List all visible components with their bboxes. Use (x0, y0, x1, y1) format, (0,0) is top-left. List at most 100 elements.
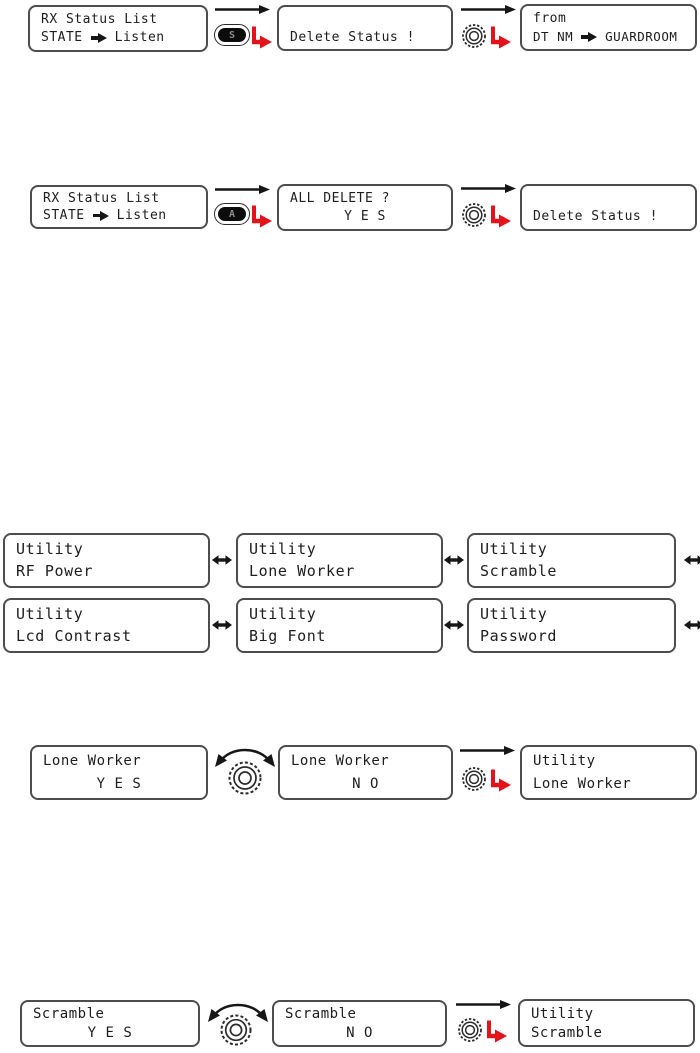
lcd-line1 (533, 189, 684, 208)
rotary-knob-icon (462, 203, 486, 227)
double-arrow-icon (444, 555, 464, 565)
lcd-screen-utility-rf-power: Utility RF Power (3, 533, 210, 588)
lcd-line1: Utility (249, 538, 430, 561)
lcd-line2: Y E S (290, 208, 440, 227)
lcd-line1: RX Status List (41, 10, 195, 29)
lcd-line1: ALL DELETE ? (290, 189, 440, 208)
lcd-text: Utility (16, 604, 84, 623)
lcd-line1: Utility (480, 603, 663, 626)
lcd-line2: RF Power (16, 561, 197, 584)
a-key-face: A (218, 207, 246, 221)
lcd-line1: Lone Worker (43, 750, 195, 773)
lcd-line1: Lone Worker (291, 750, 440, 773)
lcd-screen-utility-lone-worker: Utility Lone Worker (520, 745, 697, 800)
lcd-text: Utility (480, 604, 548, 623)
lcd-line2: Lone Worker (249, 561, 430, 584)
lcd-line2: Lcd Contrast (16, 626, 197, 649)
lcd-text: Delete Status ! (290, 29, 415, 45)
lcd-text: Lone Worker (249, 562, 355, 581)
lcd-line1: Utility (16, 603, 197, 626)
lcd-line1: Scramble (285, 1005, 434, 1024)
lcd-screen-utility-scramble: Utility Scramble (467, 533, 676, 588)
lcd-line2: Delete Status ! (533, 208, 684, 227)
transition-arrow-icon (215, 185, 270, 194)
lcd-screen-delete-status: Delete Status ! (520, 184, 697, 231)
lcd-line2: Y E S (43, 773, 195, 796)
transition-arrow-icon (456, 1000, 511, 1009)
lcd-screen-delete-status: Delete Status ! (277, 5, 453, 51)
lcd-text: Utility (16, 539, 84, 558)
lcd-screen-utility-lcd-contrast: Utility Lcd Contrast (3, 598, 210, 653)
lcd-line1: from (533, 9, 684, 28)
lcd-line2: Lone Worker (533, 773, 684, 796)
double-arrow-icon (684, 620, 700, 630)
lcd-line2: Y E S (33, 1024, 187, 1043)
lcd-text: STATE (43, 208, 85, 223)
lcd-text: Y E S (87, 1024, 133, 1041)
double-arrow-icon (444, 620, 464, 630)
lcd-text: Big Font (249, 627, 327, 646)
arrow-right-icon (92, 210, 109, 221)
lcd-line2: Scramble (480, 561, 663, 584)
lcd-line1: Utility (531, 1004, 682, 1023)
lcd-text: Utility (480, 539, 548, 558)
rotary-knob-icon (462, 24, 486, 48)
lcd-screen-all-delete: ALL DELETE ? Y E S (277, 184, 453, 231)
lcd-line2: STATE Listen (41, 29, 195, 48)
a-key-label: A (228, 208, 236, 220)
lcd-line2: Big Font (249, 626, 430, 649)
lcd-text: Scramble (480, 562, 558, 581)
double-arrow-icon (212, 555, 232, 565)
lcd-line1: Utility (480, 538, 663, 561)
rotate-knob-arc-icon (215, 748, 275, 767)
long-press-red-arrow-icon (491, 205, 511, 228)
rotary-knob-icon (458, 1018, 482, 1042)
lcd-text: Delete Status ! (533, 209, 658, 225)
s-key-face: S (218, 28, 246, 42)
double-arrow-icon (684, 555, 700, 565)
double-arrow-icon (212, 620, 232, 630)
lcd-text: RF Power (16, 562, 94, 581)
arrow-right-icon (581, 31, 598, 42)
lcd-text: Password (480, 627, 558, 646)
s-key-label: S (228, 29, 236, 41)
long-press-red-arrow-icon (487, 1020, 507, 1043)
lcd-line2: N O (285, 1024, 434, 1043)
lcd-screen-lone-worker-no: Lone Worker N O (278, 745, 453, 800)
lcd-text: ALL DELETE ? (290, 190, 390, 206)
lcd-text: Scramble (33, 1006, 105, 1023)
lcd-screen-utility-password: Utility Password (467, 598, 676, 653)
lcd-line2: Delete Status ! (290, 28, 440, 46)
long-press-red-arrow-icon (491, 26, 511, 49)
lcd-text: Scramble (285, 1006, 357, 1023)
long-press-red-arrow-icon (491, 769, 511, 792)
rotate-knob-arc-icon (208, 1003, 268, 1022)
lcd-text: GUARDROOM (605, 28, 678, 44)
lcd-text: STATE (41, 30, 83, 46)
a-key-button-icon: A (214, 203, 250, 225)
lcd-text: Utility (249, 604, 317, 623)
arrow-right-icon (90, 32, 107, 43)
long-press-red-arrow-icon (252, 26, 272, 49)
rotary-knob-icon (220, 1014, 252, 1046)
lcd-line1: Utility (16, 538, 197, 561)
transition-arrow-icon (215, 5, 270, 14)
transition-arrow-icon (460, 746, 515, 755)
s-key-button-icon: S (214, 24, 250, 46)
lcd-text: Utility (249, 539, 317, 558)
lcd-line2: Scramble (531, 1023, 682, 1042)
lcd-line2: Password (480, 626, 663, 649)
rotary-knob-icon (228, 761, 262, 795)
lcd-line1: Utility (533, 750, 684, 773)
lcd-text: RX Status List (43, 191, 160, 206)
lcd-text: Listen (114, 30, 165, 46)
lcd-screen-rx-status-list: RX Status List STATE Listen (28, 5, 208, 52)
lcd-text: Utility (533, 753, 596, 770)
lcd-text: Lcd Contrast (16, 627, 132, 646)
lcd-text: from (533, 10, 567, 26)
lcd-screen-utility-lone-worker: Utility Lone Worker (236, 533, 443, 588)
transition-arrow-icon (461, 5, 516, 14)
